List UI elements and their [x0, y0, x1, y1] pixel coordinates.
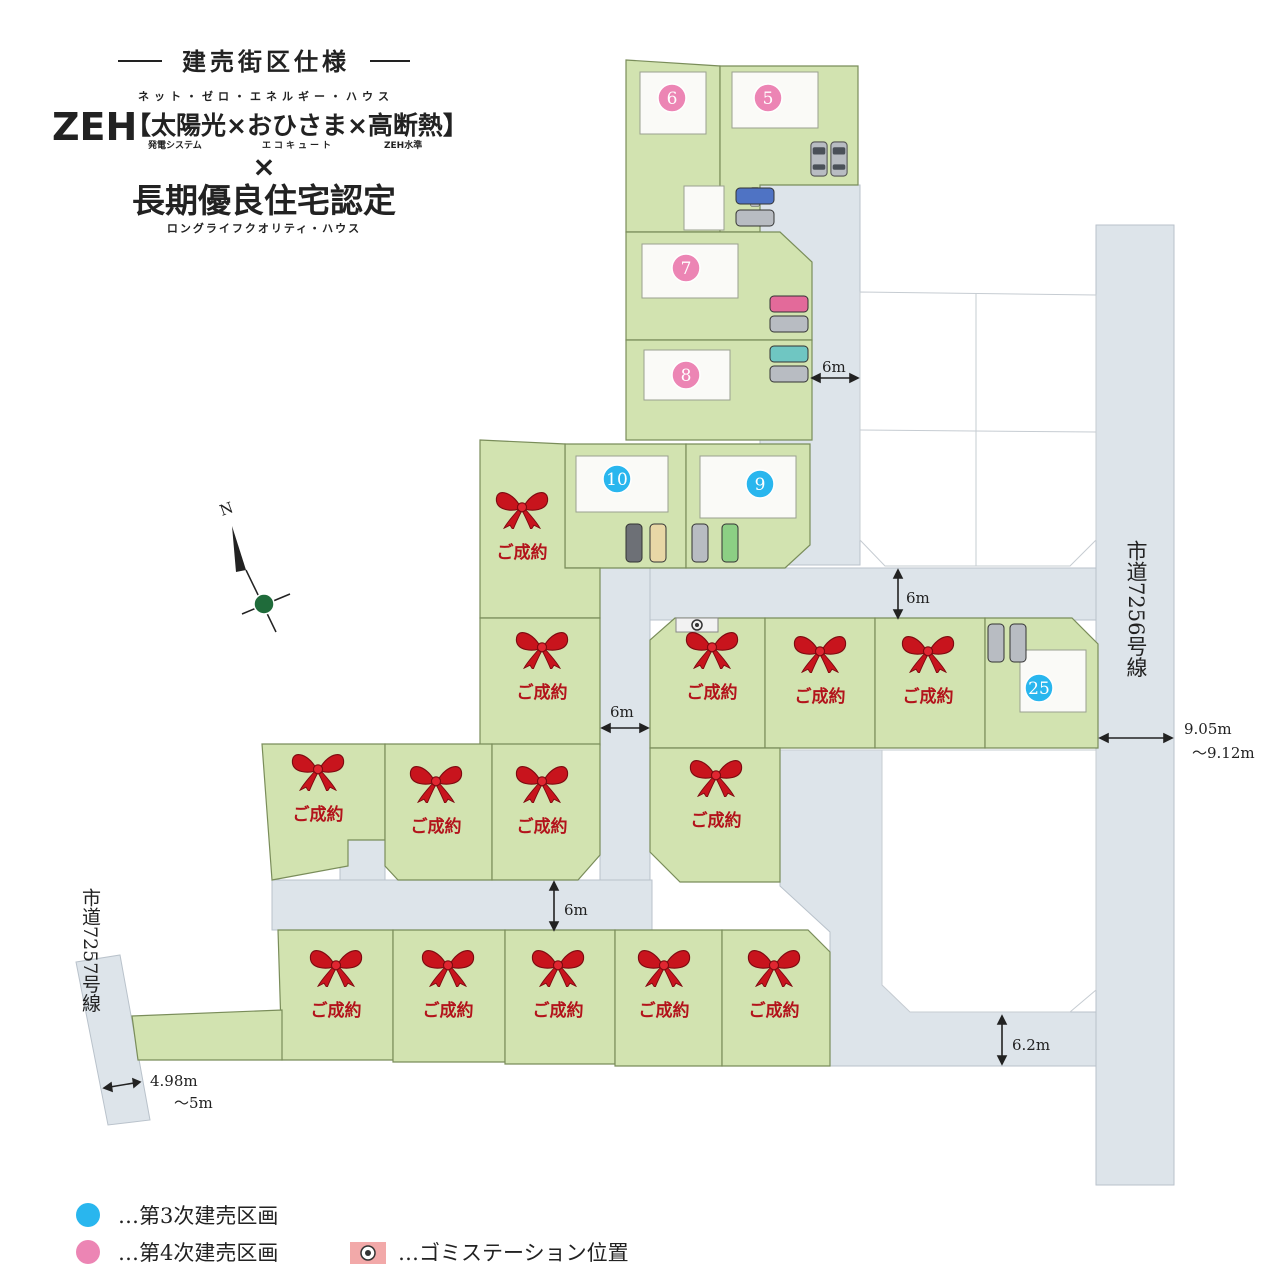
lot-5-number: 5 [763, 89, 774, 109]
lot-west-strip [131, 1009, 283, 1061]
lot-7-number: 7 [681, 259, 692, 279]
east-road-name: 市道7256号線 [1124, 540, 1148, 678]
sold-label: ご成約 [497, 542, 548, 563]
width-east-road-2: ～9.12m [1192, 744, 1255, 762]
zeh-ruby: ネット・ゼロ・エネルギー・ハウス [138, 89, 394, 103]
lot-6-badge [657, 83, 687, 113]
sold-label: ご成約 [517, 682, 568, 703]
compass-center-icon [253, 593, 275, 615]
sold-label: ご成約 [311, 1000, 362, 1021]
long-term-label: 長期優良住宅認定 [132, 181, 396, 220]
header-block: 建売街区仕様 ネット・ゼロ・エネルギー・ハウス ZEH 【太陽光×おひさま×高断… [52, 48, 468, 235]
lot-6-number: 6 [667, 89, 678, 109]
lot-sold-d[interactable] [764, 617, 876, 749]
lot-sold-l[interactable] [504, 929, 616, 1065]
sold-label: ご成約 [517, 816, 568, 837]
neighbor-blocks [780, 291, 1097, 1013]
lot-9-badge [745, 469, 775, 499]
sold-label: ご成約 [639, 1000, 690, 1021]
compass: N [217, 498, 291, 633]
lot-sold-i[interactable] [491, 743, 601, 881]
zeh-label: ZEH [52, 105, 137, 149]
legend-phase3-swatch [76, 1203, 100, 1227]
width-west-link: 6m [610, 703, 634, 721]
ohisama-ruby: エコキュート [262, 140, 334, 151]
west-road-name: 市道7257号線 [79, 888, 101, 1013]
legend-phase4-swatch [76, 1240, 100, 1264]
width-north-access: 6m [822, 358, 846, 376]
width-east-road-1: 9.05m [1184, 720, 1232, 738]
east-city-road [1095, 224, 1175, 1186]
legend-phase3-text: …第3次建売区画 [118, 1204, 278, 1228]
dimension-lines [102, 372, 1174, 1093]
sold-label: ご成約 [795, 686, 846, 707]
width-west-road-1: 4.98m [150, 1072, 198, 1090]
lots [131, 59, 1099, 1067]
sold-label: ご成約 [749, 1000, 800, 1021]
lot-25-badge [1024, 673, 1054, 703]
sold-label: ご成約 [293, 804, 344, 825]
header-times: × [252, 150, 275, 183]
legend-phase4-text: …第4次建売区画 [118, 1241, 278, 1265]
compass-needle [232, 526, 246, 572]
sold-label: ご成約 [691, 810, 742, 831]
insulation-ruby: ZEH水準 [384, 139, 422, 151]
lot-sold-m[interactable] [614, 929, 723, 1067]
dimension-labels: 6m 6m 6m 6m 6.2m 9.05m ～9.12m 4.98m ～5m [150, 358, 1255, 1112]
west-city-road [75, 954, 151, 1126]
solar-ruby: 発電システム [147, 139, 202, 151]
south-access-road [271, 879, 653, 931]
compass-north: N [217, 498, 235, 519]
sold-label: ご成約 [903, 686, 954, 707]
houses [575, 71, 1087, 713]
garbage-station-marker [675, 617, 719, 633]
sold-label: ご成約 [687, 682, 738, 703]
lot-sold-b[interactable] [479, 617, 601, 746]
width-west-road-2: ～5m [174, 1094, 213, 1112]
spec-line: 【太陽光×おひさま×高断熱】 [126, 111, 468, 140]
long-term-ruby: ロングライフクオリティ・ハウス [167, 221, 361, 235]
lot-sold-j[interactable] [277, 929, 394, 1061]
lot-8-badge [671, 360, 701, 390]
sold-label: ご成約 [423, 1000, 474, 1021]
lot-9-number: 9 [755, 475, 766, 495]
lot-5-badge [753, 83, 783, 113]
sold-marks: ご成約ご成約ご成約ご成約ご成約ご成約ご成約ご成約ご成約ご成約ご成約ご成約ご成約ご… [291, 492, 955, 1021]
header-title: 建売街区仕様 [182, 48, 350, 76]
lot-numbers: 5 6 7 8 9 10 25 [602, 83, 1054, 703]
lot-sold-n[interactable] [721, 929, 831, 1067]
lot-8-number: 8 [681, 366, 692, 386]
lot-sold-f[interactable] [649, 747, 781, 883]
road-network [75, 184, 1175, 1186]
lot-7-badge [671, 253, 701, 283]
parking-cars [625, 141, 1027, 663]
legend-garbage-text: …ゴミステーション位置 [398, 1241, 629, 1265]
sold-label: ご成約 [411, 816, 462, 837]
lot-10-badge [602, 464, 632, 494]
lot-sold-h[interactable] [384, 743, 493, 881]
lot-sold-k[interactable] [392, 929, 506, 1063]
legend: …第3次建売区画 …第4次建売区画 …ゴミステーション位置 [76, 1203, 629, 1265]
lot-10-number: 10 [606, 470, 628, 490]
width-southeast: 6.2m [1012, 1036, 1050, 1054]
lot-25-number: 25 [1028, 679, 1050, 699]
lot-sold-e[interactable] [874, 617, 986, 749]
sold-label: ご成約 [533, 1000, 584, 1021]
width-south-access: 6m [564, 901, 588, 919]
width-middle: 6m [906, 589, 930, 607]
